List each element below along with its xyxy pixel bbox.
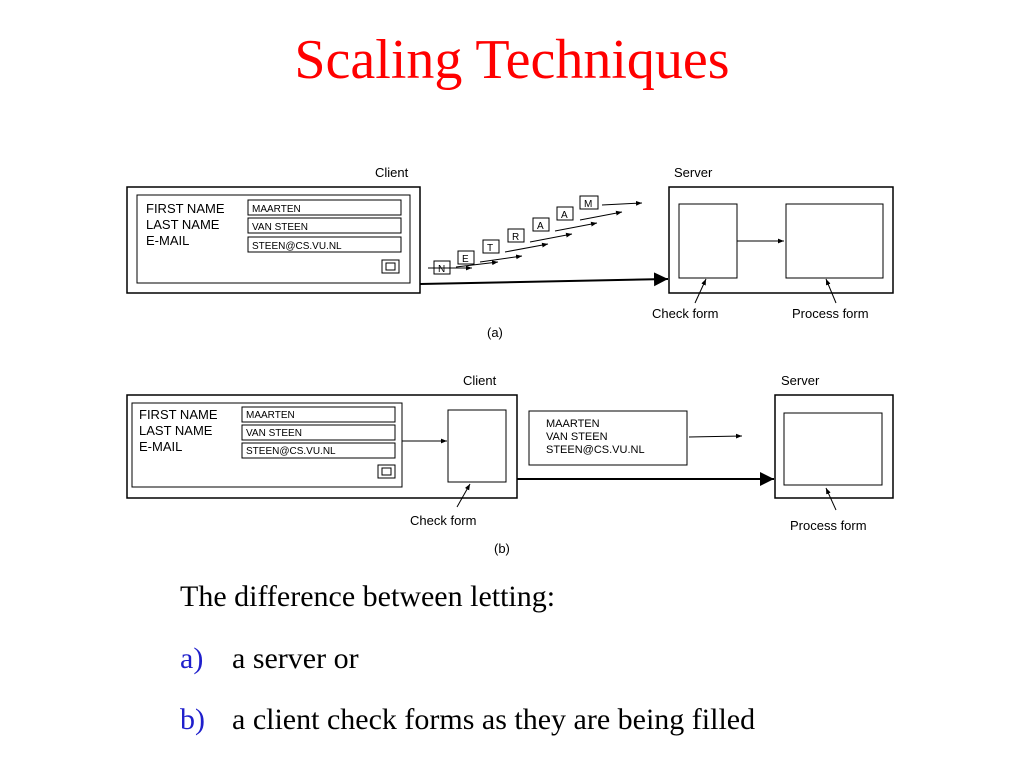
submit-button-inner-b <box>381 467 392 476</box>
process-form-pointer-b <box>825 487 837 511</box>
intro-text: The difference between letting: <box>180 580 556 613</box>
client-box-b <box>126 394 518 499</box>
form-value-first-a: MAARTEN <box>252 204 301 215</box>
process-form-box-b <box>783 412 883 486</box>
letter: A <box>537 221 544 232</box>
check-form-pointer-b <box>456 483 471 508</box>
server-box-b <box>774 394 894 499</box>
message-line: STEEN@CS.VU.NL <box>546 444 645 456</box>
letter-box <box>507 228 525 243</box>
form-label-first-b: FIRST NAME <box>139 407 218 422</box>
form-label-email-a: E-MAIL <box>146 233 189 248</box>
letter-box <box>482 239 500 254</box>
letter-arrow <box>601 200 643 206</box>
list-item-text: a server or <box>232 642 359 675</box>
form-value-last-a: VAN STEEN <box>252 222 308 233</box>
letter-box <box>556 206 574 221</box>
check-form-label-a: Check form <box>652 306 718 321</box>
list-item: a) a server or <box>180 642 359 676</box>
letter: T <box>487 243 493 254</box>
form-value-email-a: STEEN@CS.VU.NL <box>252 241 342 252</box>
form-field-last-a <box>247 217 402 234</box>
message-line: MAARTEN <box>546 418 600 430</box>
submit-button-inner-a <box>385 262 396 271</box>
form-label-last-b: LAST NAME <box>139 423 213 438</box>
list-item: b) a client check forms as they are being… <box>180 703 755 737</box>
slide-title: Scaling Techniques <box>294 29 730 91</box>
list-item-text: a client check forms as they are being f… <box>232 703 756 736</box>
diagram-b: Client FIRST NAME LAST NAME E-MAIL MAART… <box>126 373 894 556</box>
check-form-box-a <box>678 203 738 279</box>
server-label-a: Server <box>674 165 713 180</box>
submit-button-b <box>377 464 396 479</box>
diagram-a: Client FIRST NAME LAST NAME E-MAIL MAART… <box>126 165 894 340</box>
letter: M <box>584 199 592 210</box>
letter-box <box>532 217 550 232</box>
caption-b: (b) <box>494 541 510 556</box>
letter-box <box>579 195 599 210</box>
letter-arrow <box>554 221 598 232</box>
letter-arrow <box>479 254 523 263</box>
message-arrow-b <box>688 433 743 439</box>
letter-arrow <box>504 242 549 253</box>
check-form-label-b: Check form <box>410 513 476 528</box>
form-field-email-b <box>241 442 396 459</box>
letter: N <box>438 264 445 275</box>
message-box-b <box>528 410 688 466</box>
letter-arrow <box>579 210 623 221</box>
form-label-first-a: FIRST NAME <box>146 201 225 216</box>
check-form-pointer-a <box>694 278 707 304</box>
list-marker: a) <box>180 642 204 675</box>
letter-arrow <box>529 232 573 243</box>
letter-box <box>457 250 475 265</box>
client-server-arrow-a <box>419 272 669 287</box>
submit-button-a <box>381 259 400 274</box>
form-field-first-a <box>247 199 402 216</box>
letter-arrow <box>455 260 499 268</box>
process-form-box-a <box>785 203 884 279</box>
client-label-b: Client <box>463 373 497 388</box>
server-box-a <box>668 186 894 294</box>
letter: A <box>561 210 568 221</box>
caption-a: (a) <box>487 325 503 340</box>
form-value-last-b: VAN STEEN <box>246 428 302 439</box>
process-form-pointer-a <box>825 278 837 304</box>
form-value-email-b: STEEN@CS.VU.NL <box>246 446 336 457</box>
form-label-last-a: LAST NAME <box>146 217 220 232</box>
form-value-first-b: MAARTEN <box>246 410 295 421</box>
letter: R <box>512 232 519 243</box>
process-form-label-a: Process form <box>792 306 869 321</box>
client-label-a: Client <box>375 165 409 180</box>
letter: E <box>462 254 469 265</box>
letter-stream-a: N E T R A A M <box>428 195 643 275</box>
client-box-a <box>126 186 421 294</box>
form-label-email-b: E-MAIL <box>139 439 182 454</box>
form-field-email-a <box>247 236 402 253</box>
list-marker: b) <box>180 703 205 736</box>
check-form-box-b <box>447 409 507 483</box>
process-form-label-b: Process form <box>790 518 867 533</box>
server-label-b: Server <box>781 373 820 388</box>
message-line: VAN STEEN <box>546 431 608 443</box>
form-field-last-b <box>241 424 396 441</box>
form-panel-a <box>136 194 411 284</box>
form-field-first-b <box>241 406 396 423</box>
form-panel-b <box>131 402 403 488</box>
